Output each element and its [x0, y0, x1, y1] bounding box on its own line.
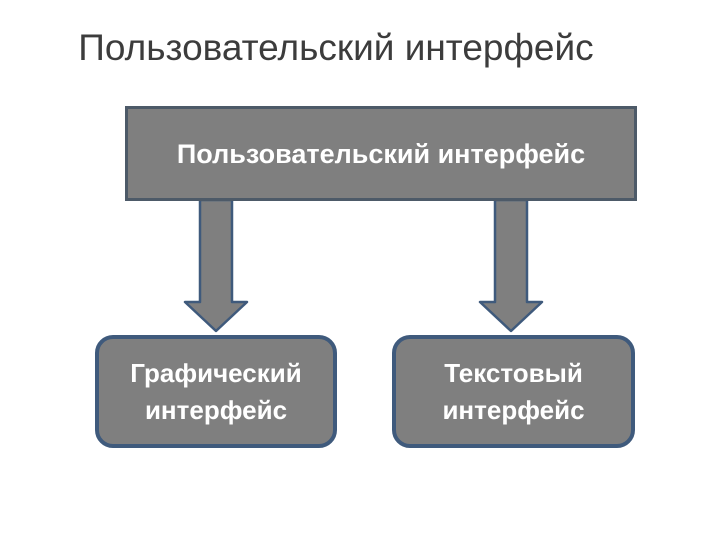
- diagram-node-graphical-interface: Графический интерфейс: [95, 335, 337, 448]
- slide-title: Пользовательский интерфейс: [78, 27, 594, 68]
- down-arrow-left: [183, 198, 249, 333]
- diagram-node-root: Пользовательский интерфейс: [125, 106, 637, 201]
- diagram-node-graphical-interface-label: Графический интерфейс: [130, 357, 302, 425]
- diagram-node-text-interface-label: Текстовый интерфейс: [442, 357, 585, 425]
- down-arrow-right: [478, 198, 544, 333]
- diagram-node-text-interface: Текстовый интерфейс: [392, 335, 635, 448]
- diagram-node-root-label: Пользовательский интерфейс: [176, 138, 586, 169]
